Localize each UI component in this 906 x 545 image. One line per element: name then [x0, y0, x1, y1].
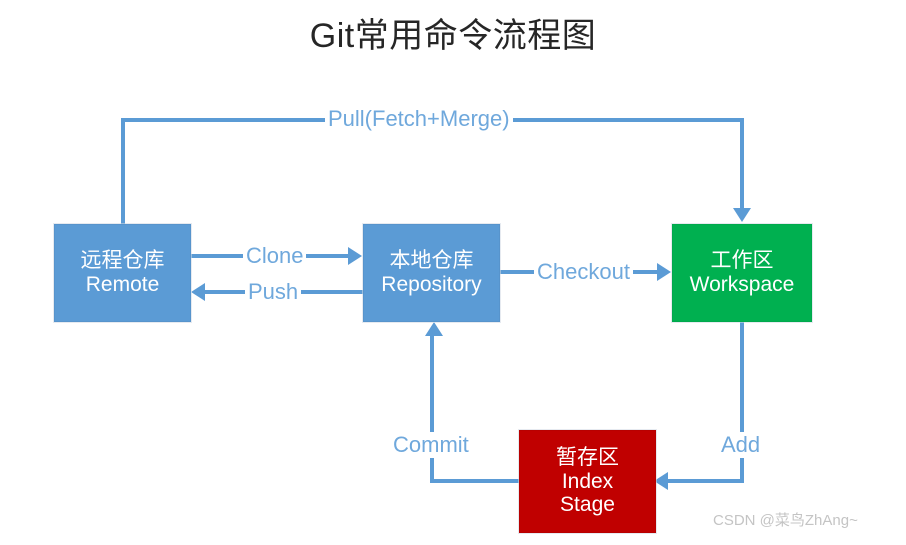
edge-add-arrowhead — [654, 472, 668, 490]
edge-add-segment-vertical — [740, 322, 744, 483]
edge-pull-arrowhead — [733, 208, 751, 222]
node-workspace-label-cn: 工作区 — [710, 249, 774, 273]
node-index-label-en: Index — [561, 469, 614, 493]
edge-label-commit: Commit — [390, 432, 472, 458]
edge-clone-arrowhead — [348, 247, 362, 265]
edge-checkout-arrowhead — [657, 263, 671, 281]
edge-label-add: Add — [718, 432, 764, 458]
node-workspace[interactable]: 工作区 Workspace — [672, 224, 812, 322]
node-repository[interactable]: 本地仓库 Repository — [363, 224, 500, 322]
node-workspace-label-en: Workspace — [689, 273, 795, 296]
edge-label-push: Push — [245, 279, 302, 305]
edge-pull-segment-vertical-left — [121, 118, 125, 226]
edge-push-arrowhead — [191, 283, 205, 301]
page-title: Git常用命令流程图 — [309, 17, 597, 55]
edge-pull-segment-vertical-right — [740, 118, 744, 210]
edge-label-pull: Pull(Fetch+Merge) — [325, 106, 513, 132]
edge-label-checkout: Checkout — [534, 259, 633, 285]
edge-commit-segment-vertical — [430, 336, 434, 483]
node-repository-label-en: Repository — [381, 273, 482, 296]
edge-commit-segment-horizontal — [430, 479, 521, 483]
node-remote[interactable]: 远程仓库 Remote — [54, 224, 191, 322]
node-index-label-cn: 暂存区 — [556, 446, 619, 470]
node-repository-label-cn: 本地仓库 — [389, 249, 474, 273]
node-index-label-en2: Stage — [560, 493, 615, 517]
node-remote-label-en: Remote — [85, 273, 160, 296]
edge-add-segment-horizontal — [668, 479, 744, 483]
node-index[interactable]: 暂存区 Index Stage — [519, 430, 656, 533]
edge-label-clone: Clone — [243, 243, 307, 269]
edge-commit-arrowhead — [425, 322, 443, 336]
watermark: CSDN @菜鸟ZhAng~ — [713, 512, 858, 529]
node-remote-label-cn: 远程仓库 — [80, 249, 165, 273]
